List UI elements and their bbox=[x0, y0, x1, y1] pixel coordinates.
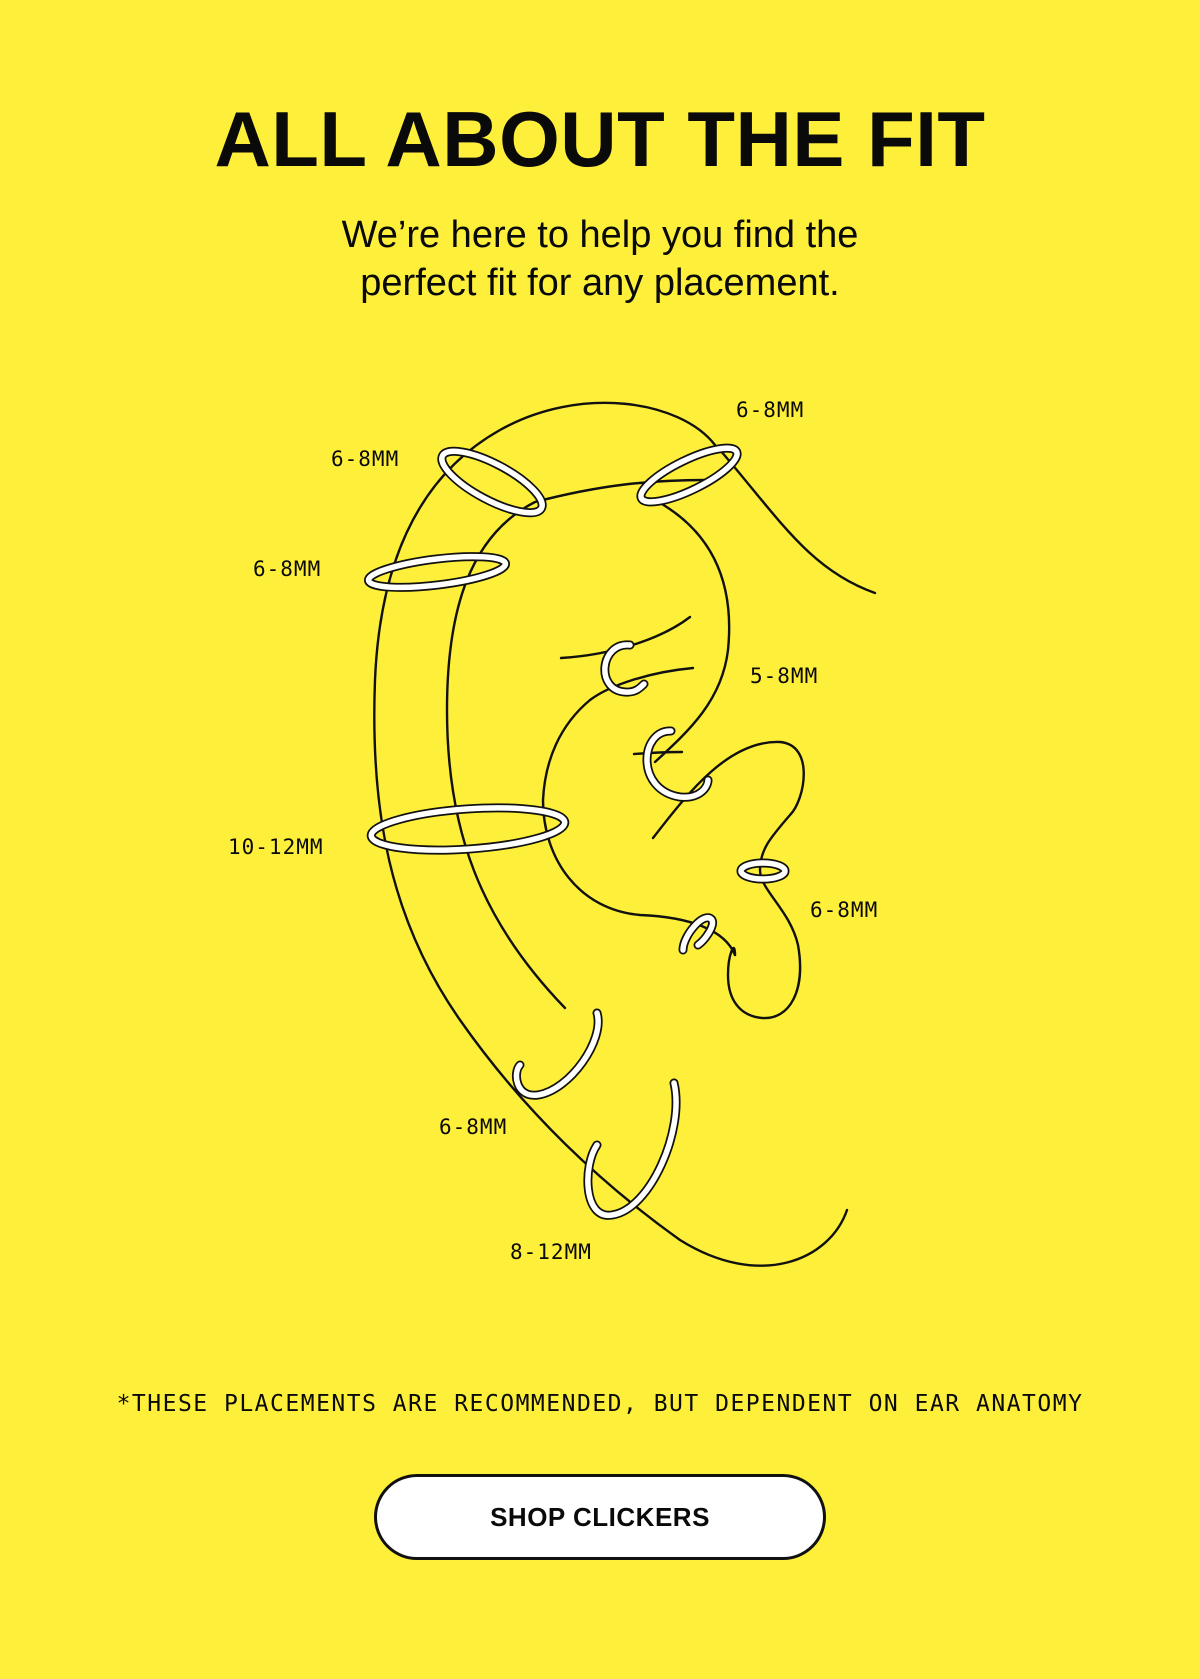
label-lobe: 8-12MM bbox=[510, 1240, 592, 1264]
label-rook: 5-8MM bbox=[750, 664, 818, 688]
subtitle-line-2: perfect fit for any placement. bbox=[360, 262, 840, 304]
ring-flat bbox=[636, 443, 742, 507]
ear-concha bbox=[541, 798, 737, 957]
label-upper-lobe: 6-8MM bbox=[439, 1115, 507, 1139]
label-forward-helix: 6-8MM bbox=[253, 557, 321, 581]
ring-anti-tragus bbox=[678, 913, 717, 955]
ear-head-line bbox=[718, 448, 877, 595]
label-tragus: 6-8MM bbox=[810, 898, 878, 922]
shop-clickers-button[interactable]: SHOP CLICKERS bbox=[374, 1474, 826, 1560]
ring-upper-lobe bbox=[512, 1008, 603, 1100]
ear-fold-upper bbox=[559, 615, 692, 660]
placement-disclaimer: *THESE PLACEMENTS ARE RECOMMENDED, BUT D… bbox=[116, 1391, 1084, 1417]
ring-lobe bbox=[583, 1078, 681, 1220]
ring-mid-helix bbox=[366, 803, 570, 855]
ear-fold-rook bbox=[632, 750, 684, 756]
ring-rook bbox=[600, 640, 649, 697]
ring-upper-helix-left bbox=[437, 446, 547, 518]
ear-fold-middle bbox=[541, 666, 695, 802]
ear-outer-rim bbox=[373, 401, 849, 1267]
label-upper-helix: 6-8MM bbox=[331, 447, 399, 471]
label-mid-helix: 10-12MM bbox=[228, 835, 324, 859]
page-title: ALL ABOUT THE FIT bbox=[214, 95, 986, 183]
subtitle-line-1: We’re here to help you find the bbox=[341, 214, 859, 256]
label-flat: 6-8MM bbox=[736, 398, 804, 422]
ring-tragus bbox=[736, 858, 790, 884]
ear-antihelix bbox=[653, 498, 731, 764]
page-subtitle: We’re here to help you find the perfect … bbox=[0, 211, 1200, 307]
ear-helix-inner bbox=[445, 478, 707, 1010]
ring-forward-helix bbox=[363, 552, 511, 592]
ring-daith bbox=[642, 726, 713, 802]
